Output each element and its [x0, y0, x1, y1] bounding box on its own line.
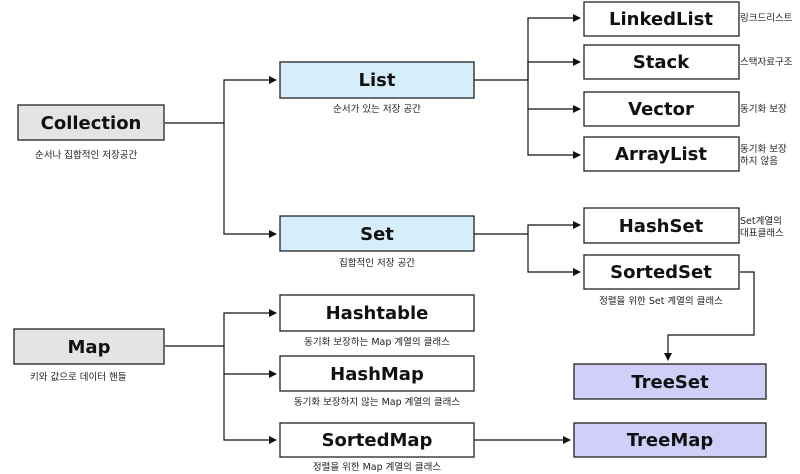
edge-list-vector — [527, 80, 581, 113]
node-label-linkedlist: LinkedList — [609, 9, 713, 30]
edge-set-hashset — [474, 221, 581, 235]
edge-list-arraylist — [527, 109, 581, 159]
caption-hashtable: 동기화 보장하는 Map 계열의 클래스 — [304, 336, 450, 348]
node-label-vector: Vector — [628, 99, 694, 120]
caption-collection: 순서나 집합적인 저장공간 — [35, 149, 137, 161]
edge-list-linkedlist — [474, 14, 581, 81]
node-label-treemap: TreeMap — [627, 430, 714, 451]
node-hashmap: HashMap 동기화 보장하지 않는 Map 계열의 클래스 — [279, 355, 475, 408]
edges — [165, 14, 755, 444]
node-label-hashset: HashSet — [619, 216, 704, 237]
edge-set-sortedset — [527, 234, 581, 276]
caption-linkedlist: 링크드리스트 — [740, 12, 793, 24]
caption-hashmap: 동기화 보장하지 않는 Map 계열의 클래스 — [294, 396, 461, 408]
node-collection: Collection 순서나 집합적인 저장공간 — [17, 104, 165, 161]
node-label-list: List — [359, 70, 396, 91]
node-label-stack: Stack — [633, 52, 690, 73]
node-set: Set 집합적인 저장 공간 — [279, 215, 475, 269]
caption-vector: 동기화 보장 — [740, 104, 787, 115]
edge-map-hashtable — [165, 309, 277, 347]
node-sortedset: SortedSet 정렬을 위한 Set 계열의 클래스 — [583, 254, 740, 307]
node-stack: Stack 스택자료구조 — [583, 44, 793, 80]
node-vector: Vector 동기화 보장 — [583, 91, 787, 127]
node-label-treeset: TreeSet — [631, 372, 709, 393]
edge-collection-list — [165, 76, 277, 124]
node-treemap: TreeMap — [573, 422, 767, 458]
caption-set: 집합적인 저장 공간 — [339, 257, 415, 269]
caption-sortedmap: 정렬을 위한 Map 계열의 클래스 — [313, 461, 442, 473]
node-label-hashtable: Hashtable — [326, 303, 429, 324]
node-map: Map 키와 값으로 데이터 핸들 — [13, 328, 165, 383]
node-sortedmap: SortedMap 정렬을 위한 Map 계열의 클래스 — [279, 422, 475, 473]
caption-stack: 스택자료구조 — [740, 57, 793, 68]
node-list: List 순서가 있는 저장 공간 — [279, 61, 475, 115]
caption-map: 키와 값으로 데이터 핸들 — [30, 371, 127, 383]
edge-map-sortedmap — [223, 374, 277, 444]
node-label-arraylist: ArrayList — [615, 144, 707, 165]
node-label-sortedmap: SortedMap — [322, 430, 433, 451]
edge-map-hashmap — [223, 346, 277, 378]
node-label-set: Set — [360, 224, 394, 245]
node-label-collection: Collection — [41, 113, 142, 134]
node-label-map: Map — [68, 337, 111, 358]
node-linkedlist: LinkedList 링크드리스트 — [583, 1, 793, 37]
edge-list-stack — [527, 58, 581, 80]
caption-list: 순서가 있는 저장 공간 — [333, 103, 421, 115]
caption-sortedset: 정렬을 위한 Set 계열의 클래스 — [599, 295, 723, 307]
node-label-sortedset: SortedSet — [610, 262, 712, 283]
node-hashtable: Hashtable 동기화 보장하는 Map 계열의 클래스 — [279, 294, 475, 348]
node-treeset: TreeSet — [573, 363, 767, 400]
node-label-hashmap: HashMap — [330, 364, 424, 385]
edge-sortedset-treeset — [664, 271, 755, 361]
nodes: Collection 순서나 집합적인 저장공간 List 순서가 있는 저장 … — [13, 1, 793, 473]
edge-collection-set — [223, 123, 277, 238]
